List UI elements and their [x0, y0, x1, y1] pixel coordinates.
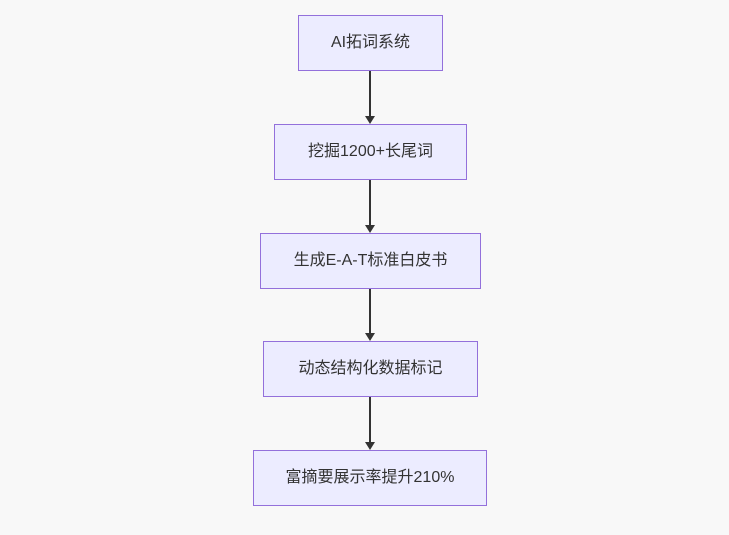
- node-label: 生成E-A-T标准白皮书: [293, 252, 448, 269]
- node-label: 富摘要展示率提升210%: [285, 469, 455, 486]
- node-label: AI拓词系统: [330, 34, 411, 51]
- node-label: 动态结构化数据标记: [298, 360, 443, 377]
- flow-node-longtail-keyword-mining: 挖掘1200+长尾词: [274, 124, 467, 180]
- flow-node-ai-word-expansion-system: AI拓词系统: [298, 15, 443, 71]
- connector-arrow-2: [365, 180, 375, 233]
- arrowhead-down-icon: [365, 333, 375, 341]
- flow-node-eat-whitepaper-generation: 生成E-A-T标准白皮书: [260, 233, 481, 289]
- arrowhead-down-icon: [365, 225, 375, 233]
- flow-node-rich-snippet-rate-increase: 富摘要展示率提升210%: [253, 450, 487, 506]
- arrowhead-down-icon: [365, 116, 375, 124]
- arrowhead-down-icon: [365, 442, 375, 450]
- connector-arrow-3: [365, 289, 375, 341]
- connector-arrow-4: [365, 397, 375, 450]
- flow-node-dynamic-structured-data-markup: 动态结构化数据标记: [263, 341, 478, 397]
- node-label: 挖掘1200+长尾词: [308, 143, 433, 160]
- connector-arrow-1: [365, 71, 375, 124]
